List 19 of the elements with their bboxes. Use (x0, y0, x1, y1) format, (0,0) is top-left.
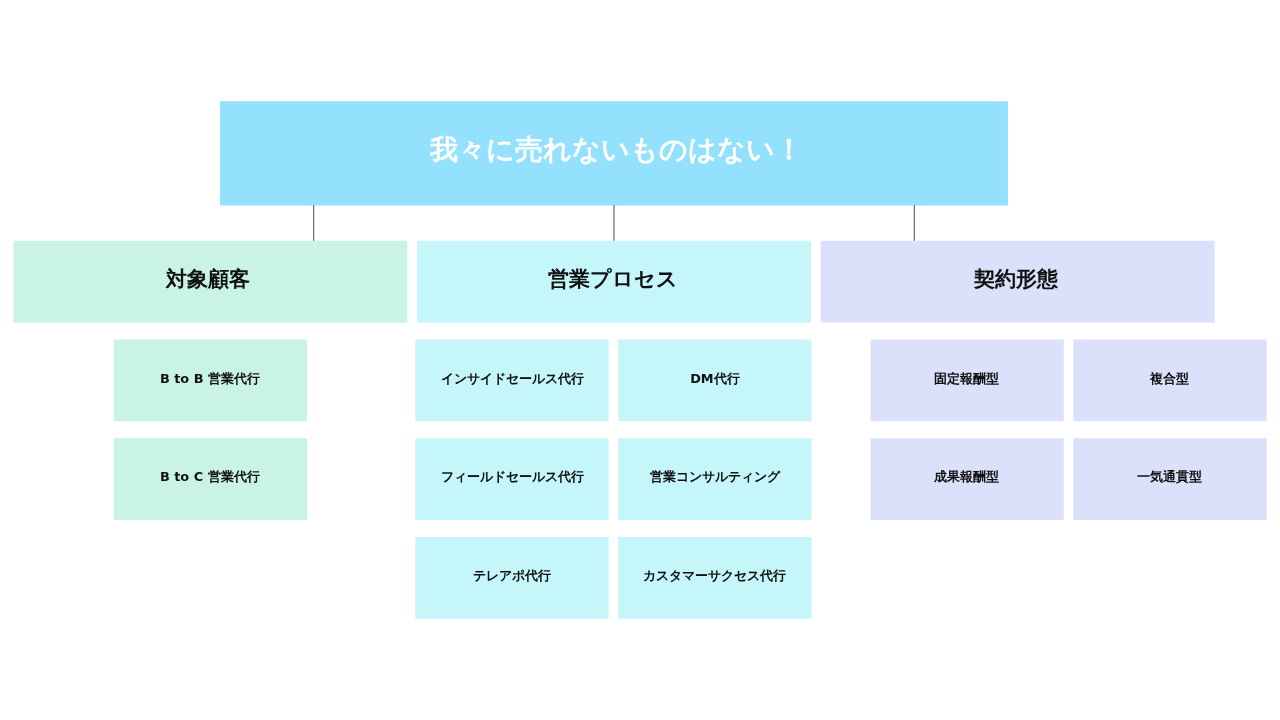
connector (913, 204, 915, 242)
node-box: フィールドセールス代行 (415, 438, 609, 520)
node-box: カスタマーサクセス代行 (618, 537, 812, 619)
node-box: 固定報酬型 (870, 339, 1064, 422)
node-box: 一気通貫型 (1073, 438, 1267, 520)
node-box: 営業コンサルティング (618, 438, 812, 520)
node-box: B to C 営業代行 (113, 438, 307, 520)
node-box: 対象顧客 (13, 240, 408, 323)
node-box: 成果報酬型 (870, 438, 1064, 520)
node-box: B to B 営業代行 (113, 339, 307, 422)
node-box: 契約形態 (820, 240, 1215, 323)
node-box: DM代行 (618, 339, 812, 422)
node-box: 我々に売れないものはない！ (220, 101, 1008, 206)
node-box: インサイドセールス代行 (415, 339, 609, 422)
connector (613, 204, 615, 242)
node-box: 営業プロセス (417, 240, 811, 323)
connector (313, 204, 315, 242)
node-box: テレアポ代行 (415, 537, 609, 619)
node-box: 複合型 (1073, 339, 1267, 422)
